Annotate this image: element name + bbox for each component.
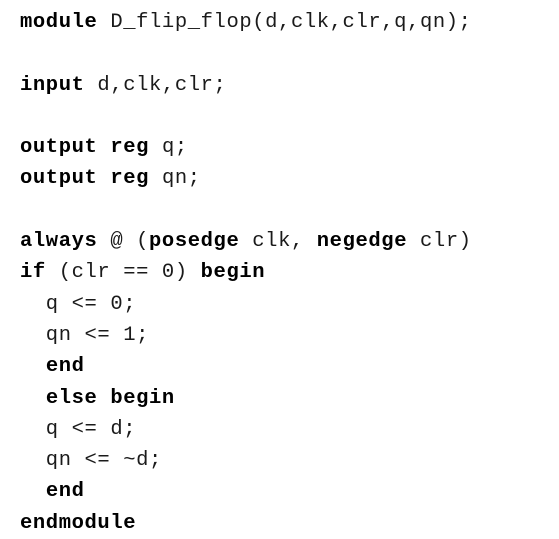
verilog-code-block: module D_flip_flop(d,clk,clr,q,qn);input… (20, 7, 472, 539)
code-token: d,clk,clr; (84, 73, 227, 97)
code-line: end (20, 476, 472, 507)
code-token: (clr == 0) (45, 261, 201, 285)
code-line: module D_flip_flop(d,clk,clr,q,qn); (20, 7, 472, 38)
code-line: q <= 0; (20, 289, 472, 320)
code-line: q <= d; (20, 414, 472, 445)
code-line: output reg qn; (20, 163, 472, 194)
code-line: end (20, 351, 472, 382)
blank-line (20, 101, 472, 132)
code-token: qn <= 1; (20, 323, 150, 347)
code-line: endmodule (20, 508, 472, 539)
code-token: @ ( (97, 230, 150, 254)
code-token: clr) (407, 230, 472, 254)
code-token: qn <= ~d; (20, 449, 162, 473)
code-line: input d,clk,clr; (20, 70, 472, 101)
keyword-token: endmodule (20, 511, 137, 535)
keyword-token: output (20, 136, 98, 160)
code-line: if (clr == 0) begin (20, 257, 472, 288)
code-token: q <= 0; (20, 292, 137, 316)
code-token (20, 387, 46, 410)
keyword-token: end (45, 355, 85, 379)
keyword-token: else begin (45, 386, 175, 410)
code-line: qn <= 1; (20, 320, 472, 351)
code-token: D_flip_flop(d,clk,clr,q,qn); (97, 11, 472, 34)
code-token (20, 355, 46, 378)
keyword-token: negedge (316, 230, 408, 254)
keyword-token: end (45, 480, 85, 504)
keyword-token: reg (110, 167, 150, 191)
keyword-token: output (20, 167, 98, 191)
code-line: always @ (posedge clk, negedge clr) (20, 226, 472, 257)
code-line: output reg q; (20, 132, 472, 163)
code-line: qn <= ~d; (20, 445, 472, 476)
code-line: else begin (20, 383, 472, 414)
blank-line (20, 38, 472, 69)
keyword-token: always (20, 230, 98, 254)
keyword-token: input (20, 73, 85, 97)
code-token: clk, (239, 230, 317, 254)
code-token: q <= d; (20, 417, 137, 441)
keyword-token: module (20, 11, 98, 34)
keyword-token: posedge (149, 230, 240, 254)
blank-line (20, 195, 472, 226)
code-token (20, 480, 46, 503)
code-token (97, 136, 110, 159)
code-token: q; (149, 136, 188, 160)
keyword-token: reg (110, 136, 150, 160)
keyword-token: begin (200, 261, 266, 285)
keyword-token: if (20, 261, 46, 285)
code-token: qn; (149, 167, 201, 191)
code-token (97, 167, 110, 190)
